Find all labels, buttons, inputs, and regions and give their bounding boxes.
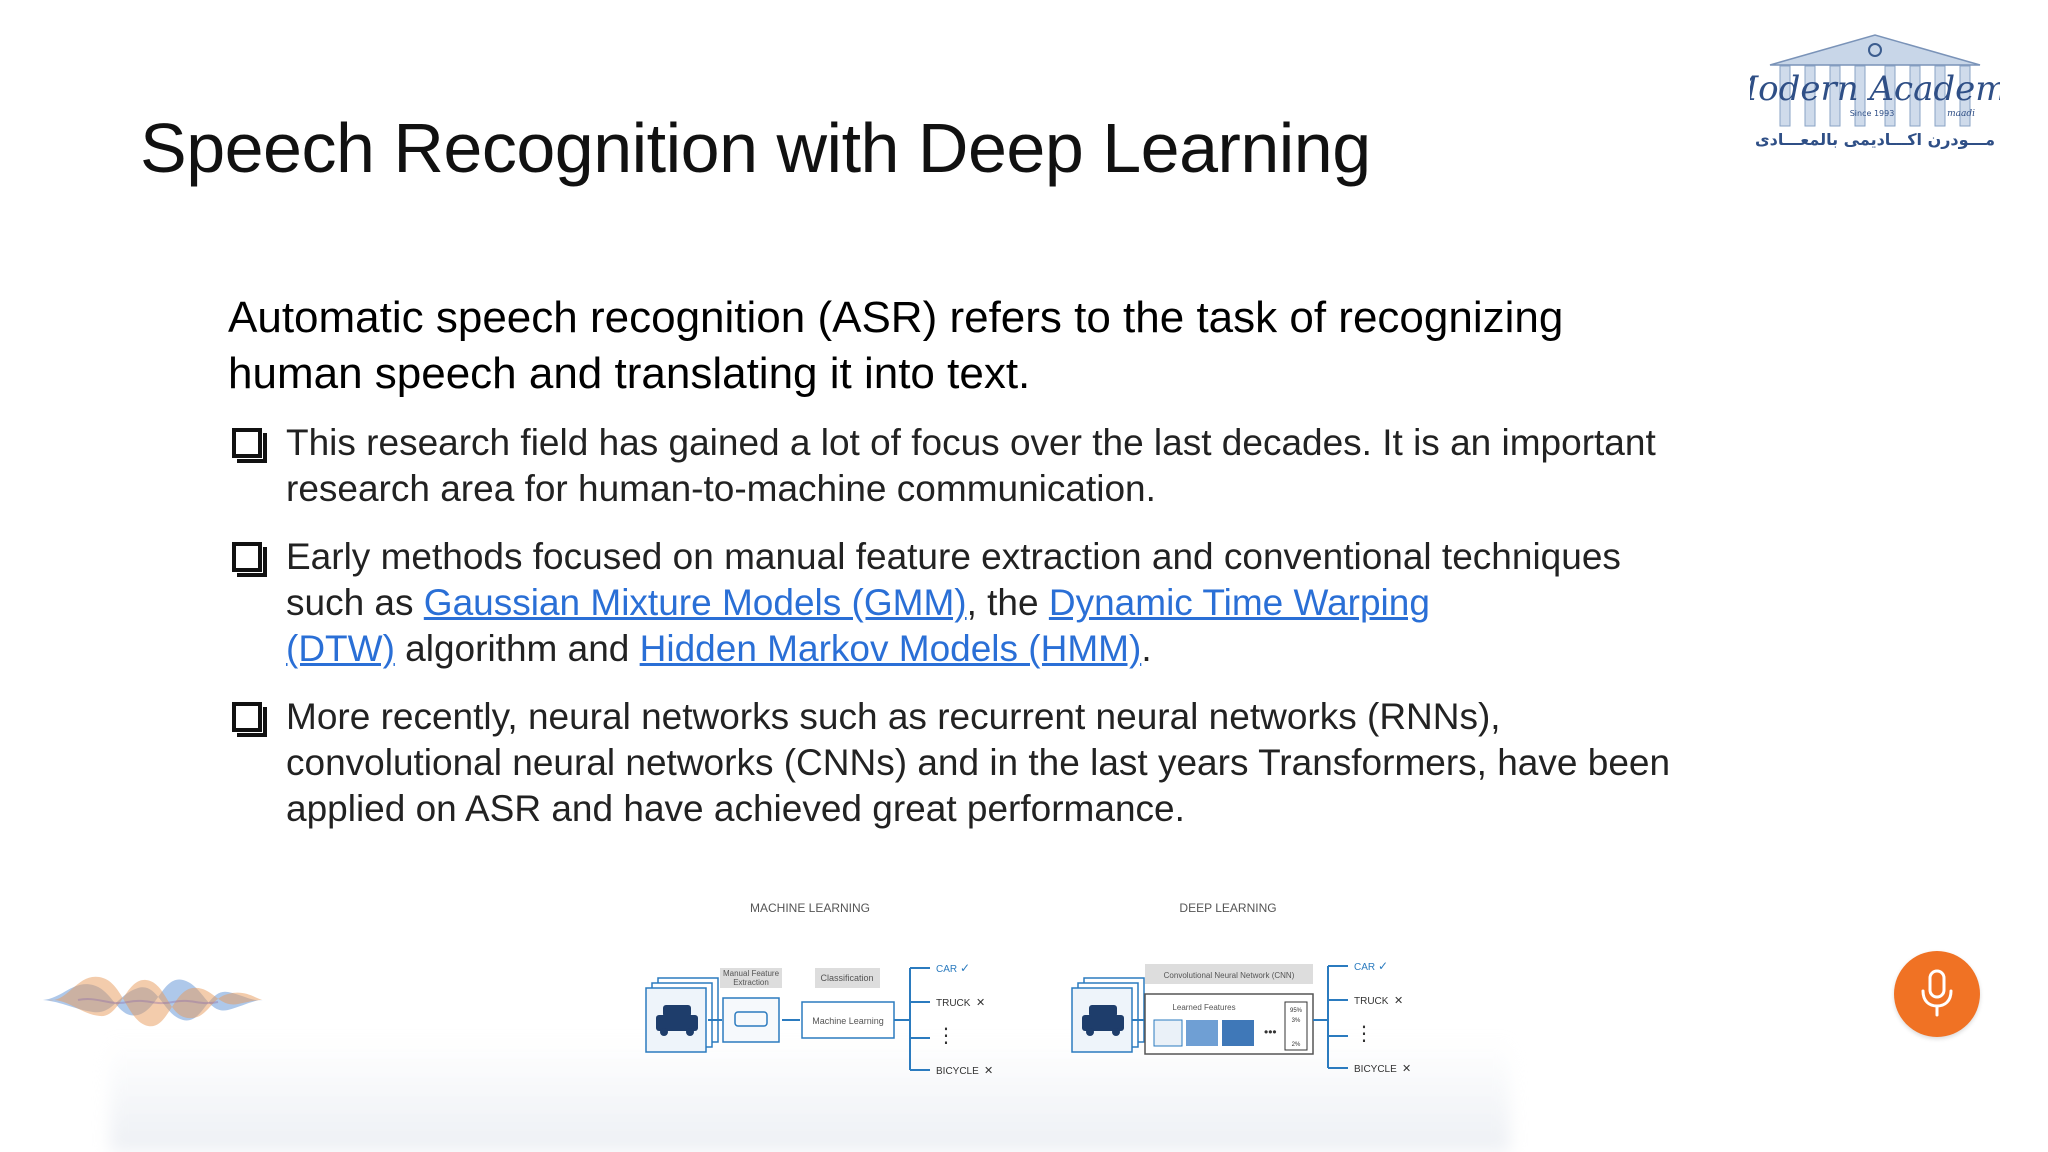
hmm-link[interactable]: Hidden Markov Models (HMM) <box>639 628 1142 669</box>
bullet-2-line-1: Early methods focused on manual feature … <box>286 536 1621 577</box>
dl-cnn-label: Convolutional Neural Network (CNN) <box>1164 971 1295 980</box>
ml-out-car: CAR <box>936 964 957 975</box>
sound-wave-icon <box>43 976 263 1027</box>
bullet-item: More recently, neural networks such as r… <box>228 694 1728 832</box>
bullet-2-line-3: (DTW) algorithm and Hidden Markov Models… <box>286 626 1728 672</box>
cross-icon: ✕ <box>1402 1063 1411 1075</box>
check-icon: ✓ <box>960 961 970 975</box>
intro-paragraph: Automatic speech recognition (ASR) refer… <box>228 290 1708 402</box>
dl-ellipsis: ⋮ <box>1354 1023 1374 1045</box>
dl-prob-3: 2% <box>1292 1042 1301 1048</box>
dl-section: DEEP LEARNING Convolutional Neural Netwo… <box>1071 901 1411 1075</box>
bullet-1-line-2: research area for human-to-machine commu… <box>286 468 1156 509</box>
car-icon <box>1082 1005 1124 1036</box>
ml-ellipsis: ⋮ <box>936 1025 956 1047</box>
ml-out-truck: TRUCK <box>936 998 971 1009</box>
car-icon <box>656 1005 698 1036</box>
microphone-button[interactable] <box>1894 951 1980 1037</box>
figure-reflection <box>110 1040 1510 1152</box>
bullet-3-line-2: convolutional neural networks (CNNs) and… <box>286 742 1671 783</box>
bullet-item: This research field has gained a lot of … <box>228 420 1728 512</box>
cross-icon: ✕ <box>984 1065 993 1077</box>
check-icon: ✓ <box>1378 959 1388 973</box>
dl-learned-label: Learned Features <box>1172 1003 1235 1012</box>
bullet-2-end: . <box>1141 628 1152 669</box>
logo-city: maadi <box>1947 109 1975 119</box>
svg-text:•••: ••• <box>1264 1025 1277 1039</box>
logo-since: Since 1993 <box>1850 109 1895 118</box>
bullet-2-line-2: such as Gaussian Mixture Models (GMM), t… <box>286 580 1728 626</box>
dl-out-truck: TRUCK <box>1354 996 1389 1007</box>
bullet-3-line-1: More recently, neural networks such as r… <box>286 696 1501 737</box>
ml-section: MACHINE LEARNING Manual Feature Extracti… <box>645 901 993 1077</box>
checkbox-bullet-icon <box>232 428 267 463</box>
bullet-1-line-1: This research field has gained a lot of … <box>286 422 1656 463</box>
ml-feature-label-1: Manual Feature <box>723 969 780 978</box>
bullet-list: This research field has gained a lot of … <box>228 420 1728 854</box>
intro-line-1: Automatic speech recognition (ASR) refer… <box>228 293 1564 342</box>
bullet-2-mid-2: algorithm and <box>394 628 640 669</box>
dl-out-car: CAR <box>1354 962 1375 973</box>
dl-out-bicycle: BICYCLE <box>1354 1064 1397 1075</box>
checkbox-bullet-icon <box>232 542 267 577</box>
gmm-link[interactable]: Gaussian Mixture Models (GMM) <box>423 582 967 623</box>
dtw-link[interactable]: Dynamic Time Warping <box>1048 582 1430 623</box>
cross-icon: ✕ <box>976 997 985 1009</box>
slide-title: Speech Recognition with Deep Learning <box>140 109 1371 187</box>
dl-prob-2: 3% <box>1292 1018 1301 1024</box>
bullet-2-mid: , the <box>966 582 1049 623</box>
checkbox-bullet-icon <box>232 702 267 737</box>
ml-out-bicycle: BICYCLE <box>936 1066 979 1077</box>
ml-vs-dl-figure: MACHINE LEARNING Manual Feature Extracti… <box>645 901 1411 1077</box>
microphone-icon <box>1921 969 1953 1017</box>
ml-heading: MACHINE LEARNING <box>750 901 870 915</box>
logo-name: Modern Academy <box>1750 69 2000 109</box>
ml-classification-label: Classification <box>820 973 873 983</box>
modern-academy-logo: Modern Academy Since 1993 maadi مـــودرن… <box>1750 34 2000 149</box>
ml-box-label: Machine Learning <box>812 1016 884 1026</box>
bullet-2-prefix: such as <box>286 582 424 623</box>
cross-icon: ✕ <box>1394 995 1403 1007</box>
bullet-3-line-3: applied on ASR and have achieved great p… <box>286 788 1185 829</box>
dl-heading: DEEP LEARNING <box>1179 901 1276 915</box>
ml-feature-label-2: Extraction <box>733 978 769 987</box>
bullet-item: Early methods focused on manual feature … <box>228 534 1728 672</box>
dl-prob-1: 95% <box>1290 1008 1303 1014</box>
logo-arabic: مـــودرن اكـــاديمى بالمعـــادى <box>1755 130 1995 149</box>
dtw-link-continued[interactable]: (DTW) <box>286 628 395 669</box>
intro-line-2: human speech and translating it into tex… <box>228 349 1031 398</box>
